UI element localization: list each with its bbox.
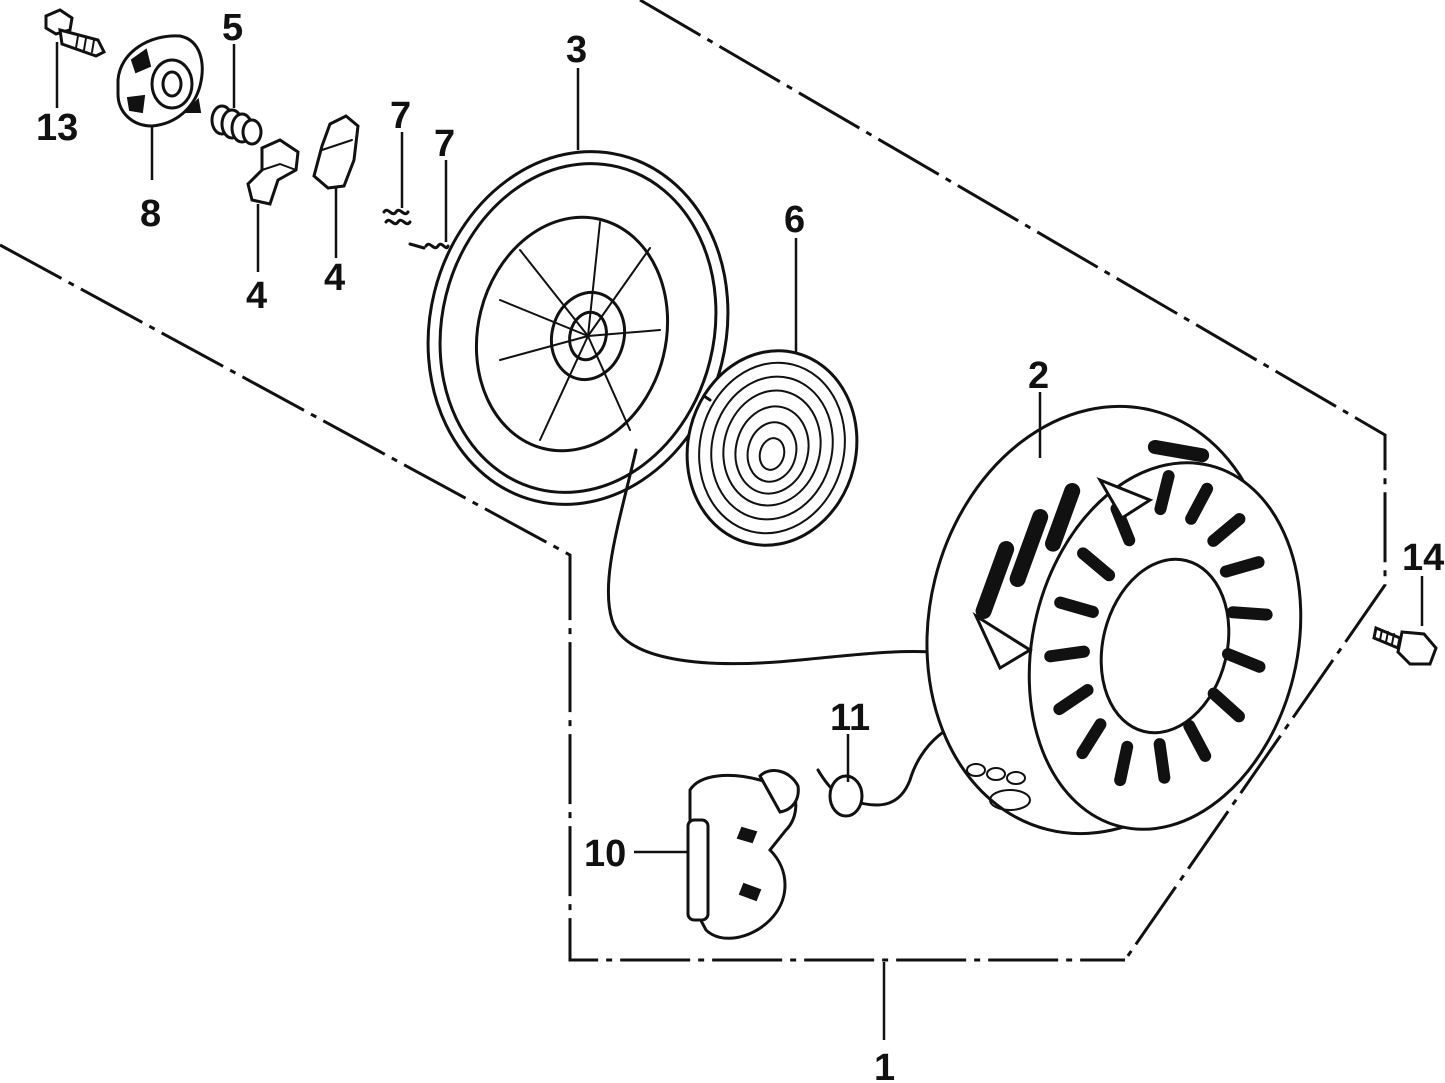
friction-spring-icon [210,104,263,146]
flange-bolt-icon [1372,625,1438,666]
recoil-spring-icon [685,349,859,547]
ratchet-pawl-icon [246,138,300,206]
callout-13: 13 [36,107,78,149]
setting-bolt-icon [44,8,107,58]
callout-1: 1 [874,1047,895,1083]
ratchet-pawl-icon-2 [312,114,360,190]
callout-14: 14 [1402,537,1444,579]
callout-11: 11 [830,697,870,739]
starter-grip-icon [686,769,800,940]
starter-reel-icon [426,150,730,506]
callout-2: 2 [1028,355,1049,397]
callout-4b: 4 [324,257,345,299]
assembly-boundary [0,0,1387,962]
ratchet-guide-icon [116,34,204,128]
return-spring-icon [382,208,450,250]
callout-3: 3 [566,29,587,71]
callout-10: 10 [584,833,626,875]
callout-4a: 4 [246,275,267,317]
starter-case-icon [925,404,1303,836]
callout-6: 6 [784,199,805,241]
callout-5: 5 [222,7,243,49]
callout-7b: 7 [434,123,455,165]
callout-8: 8 [140,193,161,235]
callout-7a: 7 [390,95,411,137]
